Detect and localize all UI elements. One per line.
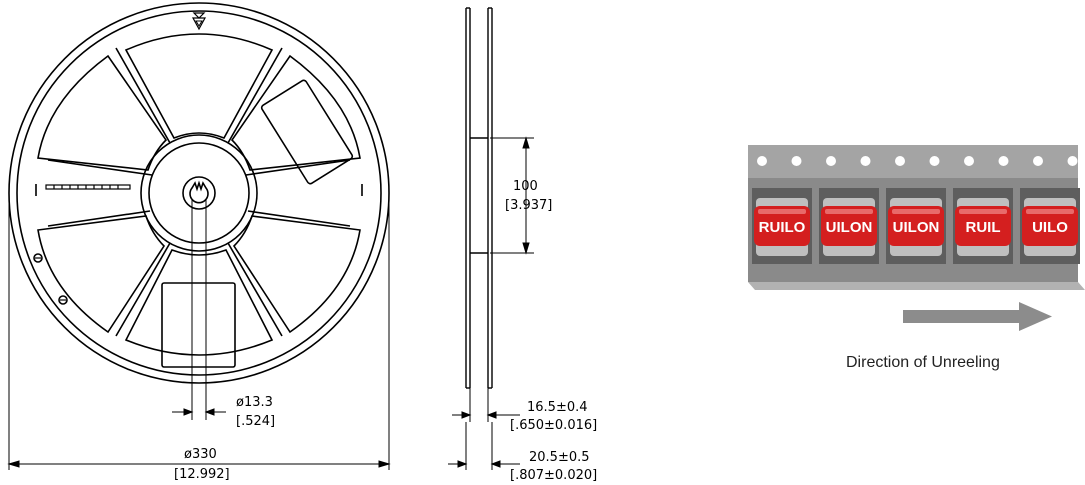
outer-width-dimension xyxy=(448,422,520,470)
reel-front-view xyxy=(8,2,390,384)
reel-window xyxy=(37,215,166,334)
reel-spindle-hole xyxy=(189,180,209,204)
reel-spoke xyxy=(247,210,351,227)
window-height-dimension xyxy=(490,136,534,255)
reel-outer-rim xyxy=(8,2,390,384)
reel-side-view xyxy=(465,7,493,389)
sprocket-hole xyxy=(1033,156,1043,166)
reel-spoke xyxy=(115,47,171,144)
reel-window xyxy=(124,249,274,356)
component-brand-logo: UILON xyxy=(893,219,940,236)
reel-spoke xyxy=(227,242,283,337)
sprocket-hole xyxy=(757,156,767,166)
inner-width-dimension xyxy=(452,388,520,422)
sprocket-hole xyxy=(860,156,871,166)
component-brand-logo: UILO xyxy=(1032,219,1068,236)
reel-diameter-inch: [12.992] xyxy=(174,467,230,482)
reel-screw-icon xyxy=(58,295,68,305)
sprocket-hole xyxy=(791,156,802,166)
tape-bottom-edge xyxy=(748,282,1085,290)
direction-caption: Direction of Unreeling xyxy=(846,354,1000,371)
sprocket-holes xyxy=(757,156,1078,166)
sprocket-hole xyxy=(998,156,1009,166)
reel-label-area xyxy=(161,282,236,368)
sprocket-hole xyxy=(964,156,974,166)
reel-window xyxy=(37,54,168,171)
reel-label-area xyxy=(260,79,354,185)
component-pocket: UILO xyxy=(1020,188,1080,264)
window-height-mm: 100 xyxy=(513,179,538,194)
reel-window xyxy=(230,54,361,171)
reel-spoke xyxy=(47,210,151,227)
reel-hub-outer xyxy=(140,134,258,252)
component-pockets: RUILO UILON UILON RUIL UILO xyxy=(752,188,1080,264)
reel-screw-icon xyxy=(33,253,43,263)
reel-spoke xyxy=(227,47,283,144)
component-pocket: UILON xyxy=(886,188,946,264)
direction-arrow-icon xyxy=(903,302,1052,331)
reel-tick-marks xyxy=(45,184,131,190)
component-pocket: RUILO xyxy=(752,188,812,264)
component-pocket: RUIL xyxy=(953,188,1013,264)
carrier-tape: RUILO UILON UILON RUIL UILO xyxy=(748,145,1085,290)
component-brand-logo: UILON xyxy=(826,219,873,236)
window-height-inch: [3.937] xyxy=(505,198,552,213)
reel-window xyxy=(124,33,274,140)
sprocket-hole xyxy=(1067,156,1078,166)
reel-spoke xyxy=(115,242,171,337)
reel-diameter-dimension xyxy=(7,200,391,470)
sprocket-hole xyxy=(929,156,940,166)
component-pocket: UILON xyxy=(819,188,879,264)
outer-width-mm: 20.5±0.5 xyxy=(529,450,590,465)
reel-hub-inner xyxy=(148,142,250,244)
component-brand-logo: RUILO xyxy=(759,219,806,236)
reel-spoke xyxy=(47,159,153,176)
sprocket-hole xyxy=(895,156,905,166)
reel-diameter-mm: ø330 xyxy=(184,447,217,462)
inner-width-mm: 16.5±0.4 xyxy=(527,400,588,415)
tape-top-face xyxy=(748,145,1078,178)
reel-logo-icon xyxy=(191,12,207,31)
hub-dimension xyxy=(172,200,226,420)
reel-inner-rim xyxy=(16,10,382,376)
outer-width-inch: [.807±0.020] xyxy=(510,468,597,483)
reel-logo-icon xyxy=(195,20,203,27)
inner-width-inch: [.650±0.016] xyxy=(510,418,597,433)
sprocket-hole xyxy=(826,156,836,166)
reel-window xyxy=(35,184,363,196)
hub-diameter-inch: [.524] xyxy=(236,414,275,429)
reel-window xyxy=(232,215,361,334)
hub-diameter-mm: ø13.3 xyxy=(236,395,273,410)
component-brand-logo: RUIL xyxy=(966,219,1001,236)
reel-spindle-ring xyxy=(182,176,216,210)
